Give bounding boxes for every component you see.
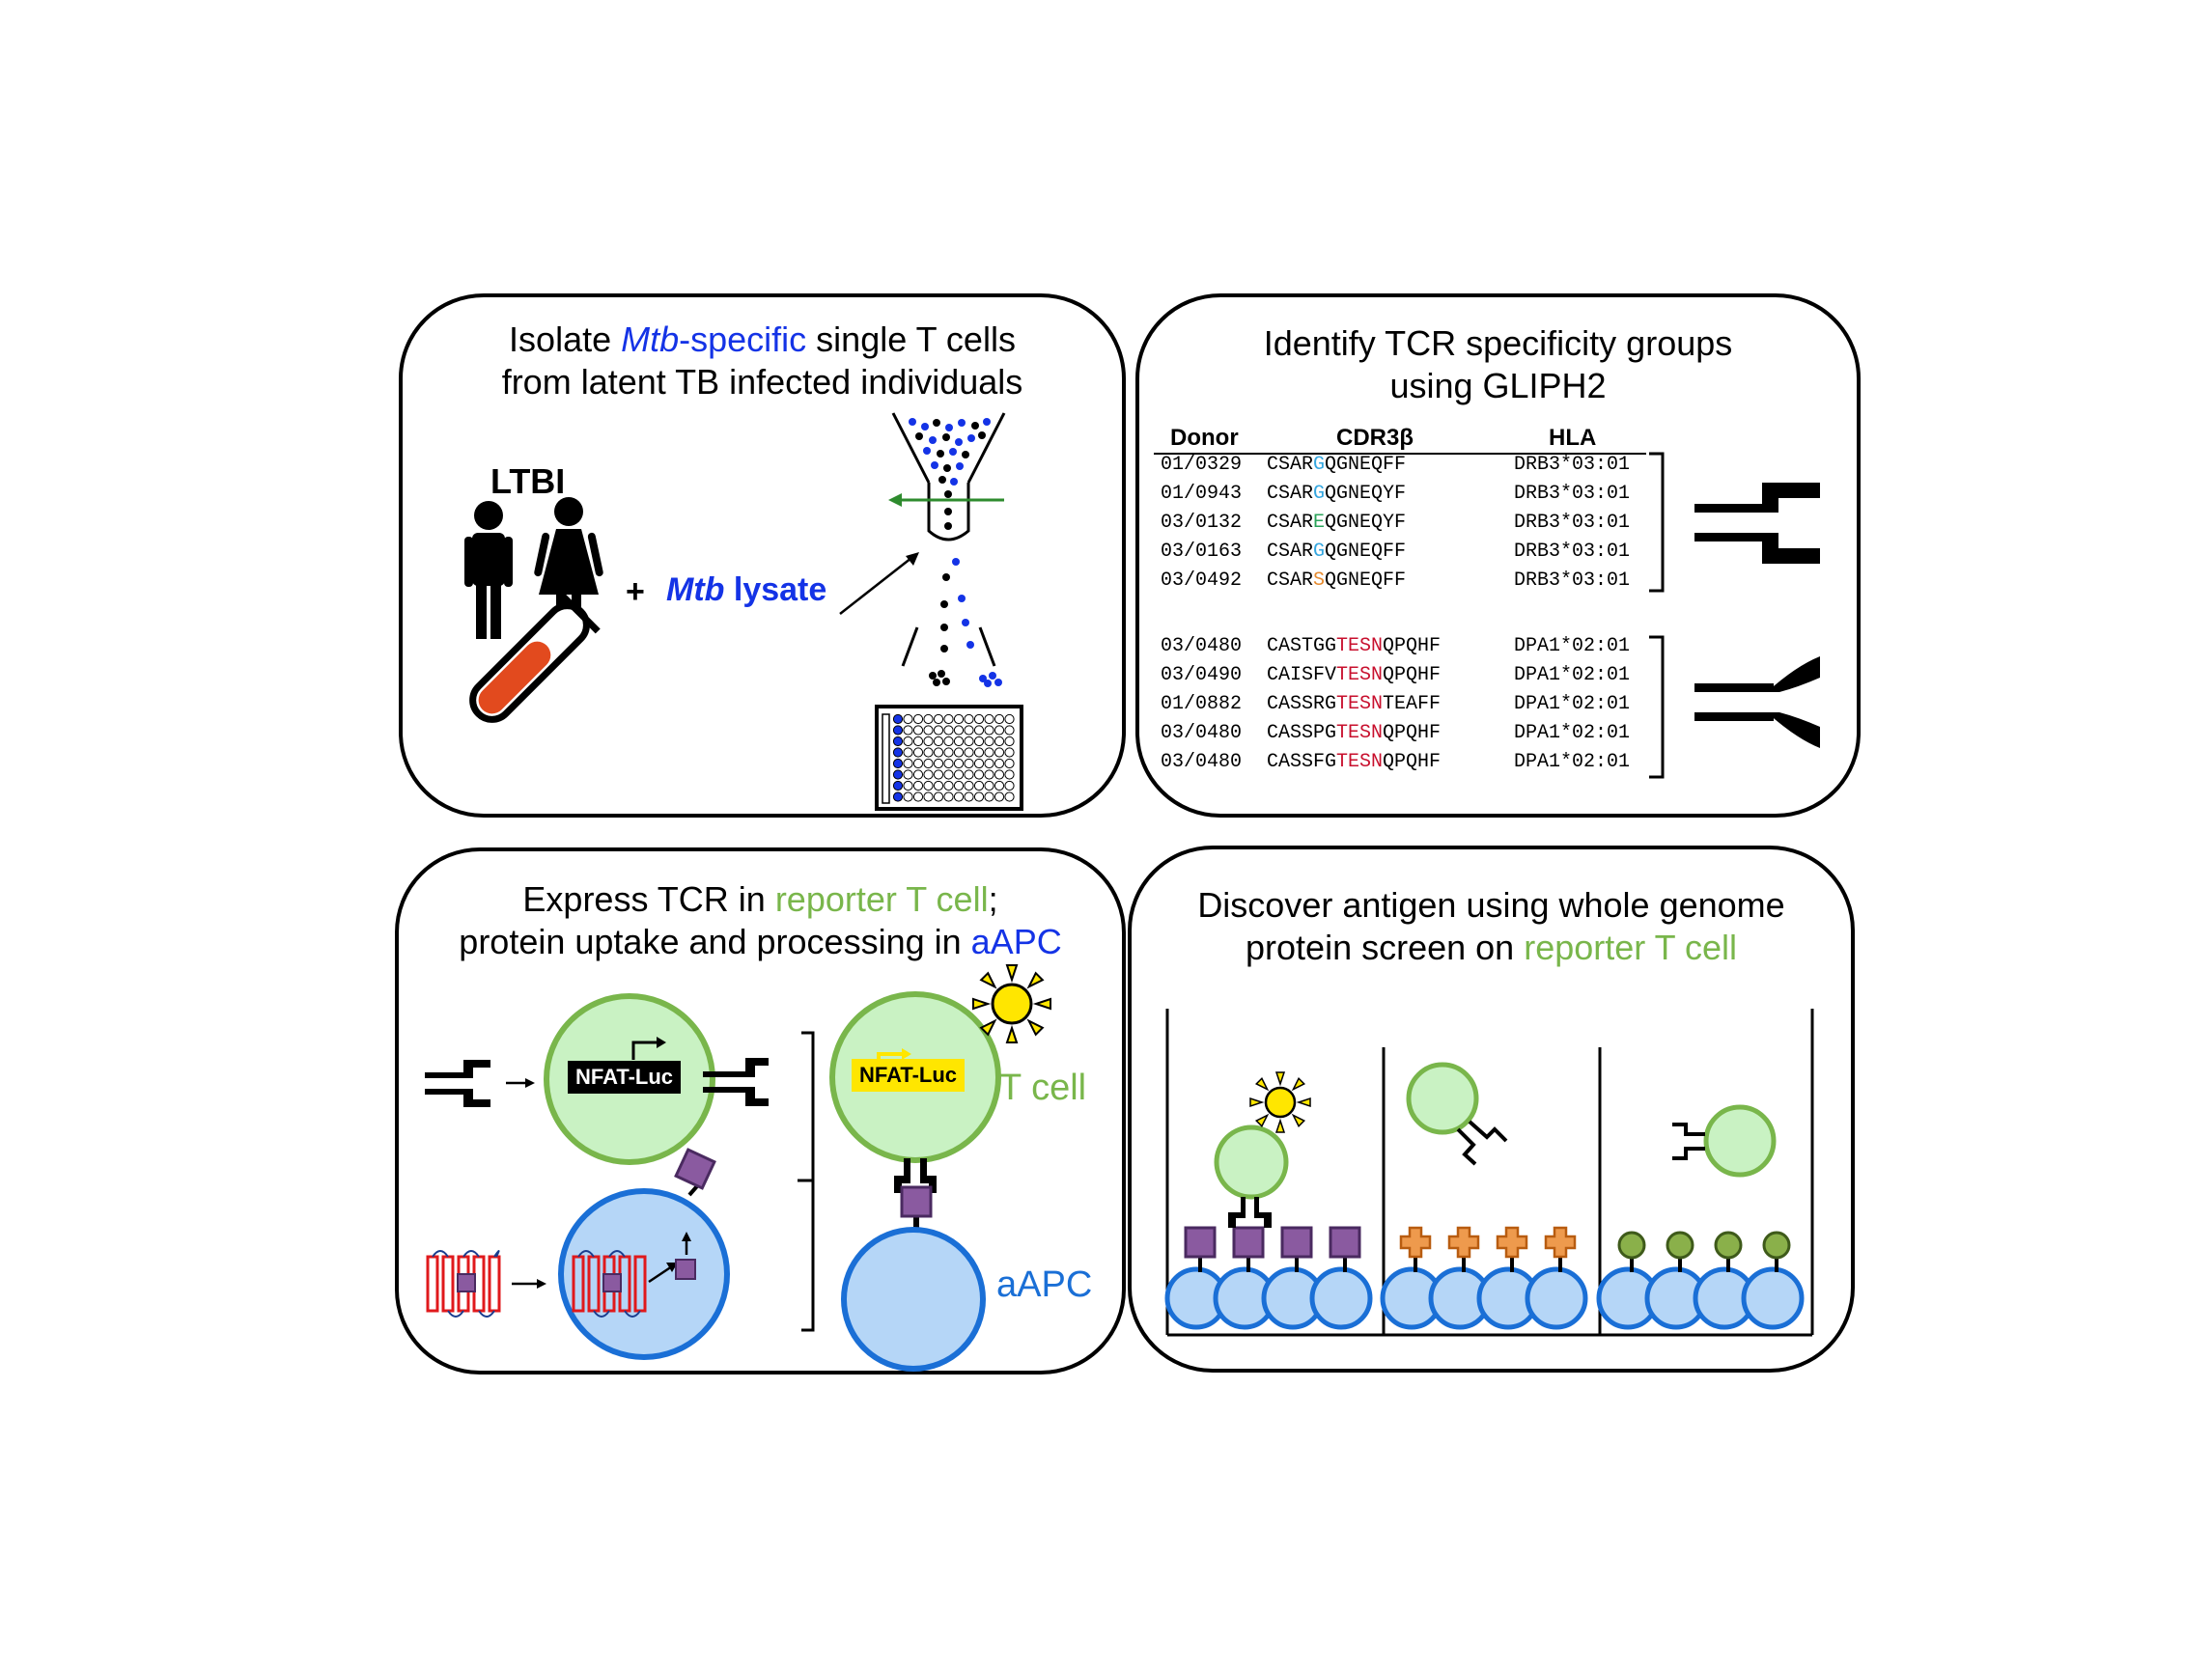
- hla-allele: DPA1*02:01: [1514, 722, 1631, 744]
- donor-id: 03/0480: [1161, 751, 1243, 773]
- hla-allele: DRB3*03:01: [1514, 483, 1631, 505]
- donor-id: 03/0492: [1161, 569, 1243, 592]
- donor-id: 03/0480: [1161, 722, 1243, 744]
- donor-id: 01/0943: [1161, 483, 1243, 505]
- panel1-title: Isolate Mtb-specific single T cells from…: [501, 319, 1023, 402]
- tcell-label: T cell: [999, 1068, 1087, 1108]
- cdr3-sequence: CASSPGTESNQPQHF: [1267, 722, 1442, 744]
- panel-express-tcr: [395, 847, 1126, 1374]
- panel4-title: Discover antigen using whole genome prot…: [1197, 885, 1785, 967]
- cdr3-sequence: CSARSQGNEQFF: [1267, 569, 1407, 592]
- nfat-luc-activated-label: NFAT-Luc: [852, 1059, 966, 1092]
- donor-id: 03/0132: [1161, 512, 1243, 534]
- cdr3-sequence: CASSRGTESNTEAFF: [1267, 693, 1442, 715]
- panel2-title: Identify TCR specificity groups using GL…: [1263, 323, 1733, 405]
- cdr3-sequence: CSAREQGNEQYF: [1267, 512, 1407, 534]
- cdr3-sequence: CASSFGTESNQPQHF: [1267, 751, 1442, 773]
- panel-identify-tcr: [1135, 293, 1861, 818]
- plus-sign: +: [626, 573, 645, 610]
- hla-allele: DPA1*02:01: [1514, 693, 1631, 715]
- hla-allele: DPA1*02:01: [1514, 751, 1631, 773]
- ltbi-label: LTBI: [490, 461, 566, 501]
- header-donor: Donor: [1170, 425, 1239, 451]
- donor-id: 01/0329: [1161, 454, 1243, 476]
- donor-id: 03/0480: [1161, 635, 1243, 657]
- cdr3-sequence: CASTGGTESNQPQHF: [1267, 635, 1442, 657]
- cdr3-sequence: CSARGQGNEQFF: [1267, 454, 1407, 476]
- nfat-luc-label: NFAT-Luc: [568, 1061, 682, 1094]
- hla-allele: DRB3*03:01: [1514, 454, 1631, 476]
- panel3-title: Express TCR in reporter T cell; protein …: [459, 879, 1062, 961]
- donor-id: 03/0163: [1161, 541, 1243, 563]
- aapc-label: aAPC: [996, 1264, 1093, 1305]
- cdr3-sequence: CSARGQGNEQFF: [1267, 541, 1407, 563]
- table-header-rule: [1154, 453, 1646, 455]
- hla-allele: DRB3*03:01: [1514, 569, 1631, 592]
- donor-id: 03/0490: [1161, 664, 1243, 686]
- cdr3-sequence: CAISFVTESNQPQHF: [1267, 664, 1442, 686]
- hla-allele: DPA1*02:01: [1514, 635, 1631, 657]
- donor-id: 01/0882: [1161, 693, 1243, 715]
- header-cdr3: CDR3β: [1336, 425, 1414, 451]
- hla-allele: DRB3*03:01: [1514, 541, 1631, 563]
- hla-allele: DRB3*03:01: [1514, 512, 1631, 534]
- hla-allele: DPA1*02:01: [1514, 664, 1631, 686]
- cdr3-sequence: CSARGQGNEQYF: [1267, 483, 1407, 505]
- mtb-lysate-label: Mtb lysate: [666, 571, 827, 608]
- header-hla: HLA: [1549, 425, 1597, 451]
